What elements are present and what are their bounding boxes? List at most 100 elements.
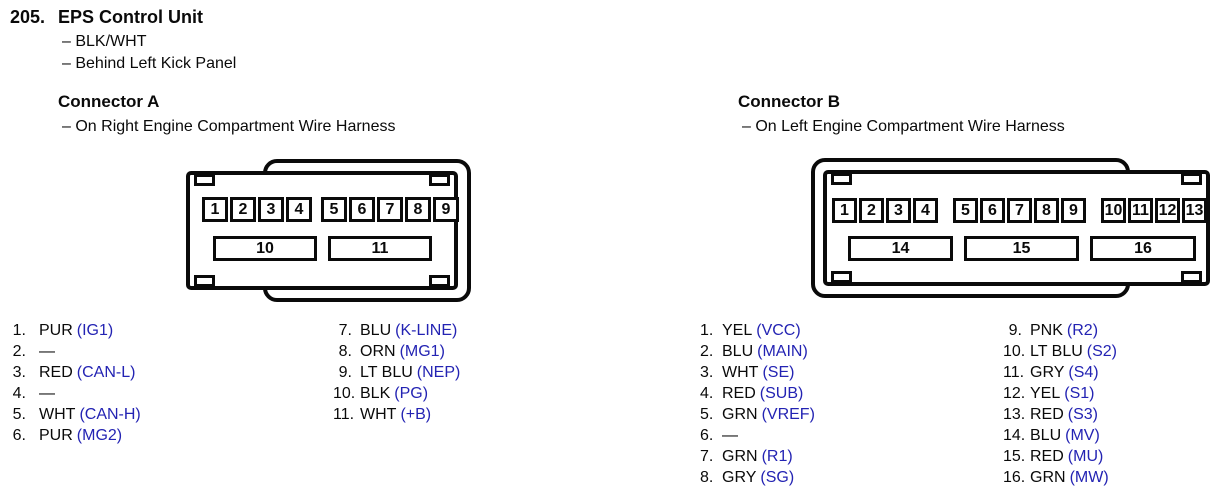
pin-number: 8. bbox=[338, 343, 352, 360]
signal-name: (CAN-H) bbox=[79, 406, 141, 423]
pin-cell: 1 bbox=[832, 198, 857, 223]
pin-cell: 11 bbox=[1128, 198, 1153, 223]
wire-color: GRN bbox=[722, 406, 758, 423]
pin-cell: 3 bbox=[258, 197, 284, 222]
pin-list-item: 1. YEL(VCC) bbox=[700, 320, 815, 341]
wire-color: RED bbox=[722, 385, 756, 402]
pin-group: 5 6 7 8 9 bbox=[321, 197, 459, 222]
wire-color: BLU bbox=[1030, 427, 1062, 444]
wire-color: LT BLU bbox=[360, 364, 413, 381]
pin-list-item: 7.BLU(K-LINE) bbox=[333, 320, 460, 341]
pin-list-item: 4. RED(SUB) bbox=[700, 383, 815, 404]
pin-cell: 5 bbox=[953, 198, 978, 223]
pin-cell-wide: 14 bbox=[848, 236, 953, 261]
pin-number: 6. bbox=[700, 427, 714, 444]
pin-number: 10. bbox=[1003, 343, 1026, 360]
pin-number: 3. bbox=[700, 364, 714, 381]
wire-color: RED bbox=[39, 364, 73, 381]
pin-list-item: 9.LT BLU(NEP) bbox=[333, 362, 461, 383]
corner-tab bbox=[194, 275, 215, 287]
pin-list-item: 1. PUR(IG1) bbox=[12, 320, 141, 341]
pin-list-item: 6. — bbox=[700, 425, 815, 446]
signal-name: (SG) bbox=[760, 469, 795, 486]
wire-color: WHT bbox=[39, 406, 76, 423]
pin-number: 3. bbox=[12, 364, 26, 381]
page-title: 205.EPS Control Unit bbox=[10, 7, 203, 28]
pin-number: 8. bbox=[700, 469, 714, 486]
pin-list-item: 10.BLK(PG) bbox=[333, 383, 460, 404]
pin-list-item: 8.GRY(SG) bbox=[700, 467, 815, 488]
pin-list-item: 3. WHT(SE) bbox=[700, 362, 815, 383]
signal-name: (+B) bbox=[400, 406, 432, 423]
signal-name: (R1) bbox=[761, 448, 793, 465]
pin-number: 12. bbox=[1003, 385, 1026, 402]
pin-group: 5 6 7 8 9 bbox=[953, 198, 1086, 223]
connector-b-location: – On Left Engine Compartment Wire Harnes… bbox=[742, 118, 1065, 135]
corner-tab bbox=[831, 271, 852, 283]
pin-list-item: 2.— bbox=[12, 341, 141, 362]
signal-name: (S2) bbox=[1086, 343, 1117, 360]
signal-name: (S1) bbox=[1064, 385, 1095, 402]
pin-number: 10. bbox=[333, 385, 356, 402]
pin-number: 4. bbox=[700, 385, 714, 402]
wire-color: RED bbox=[1030, 406, 1064, 423]
corner-tab bbox=[1181, 271, 1202, 283]
wire-color: PNK bbox=[1030, 322, 1063, 339]
signal-name: (MG2) bbox=[76, 427, 123, 444]
pin-cell: 8 bbox=[405, 197, 431, 222]
connector-a-face: 1 2 3 4 5 6 7 8 9 10 11 bbox=[186, 171, 459, 290]
wire-color: YEL bbox=[1030, 385, 1061, 402]
corner-tab bbox=[831, 173, 852, 185]
pin-cell: 6 bbox=[980, 198, 1005, 223]
connector-b-pin-list-right: 9.PNK(R2) 10.LT BLU(S2) 11.GRY(S4) 12.YE… bbox=[1003, 320, 1117, 488]
corner-tab bbox=[194, 174, 215, 186]
wire-color: GRY bbox=[1030, 364, 1065, 381]
signal-name: (IG1) bbox=[76, 322, 114, 339]
pin-cell: 9 bbox=[433, 197, 459, 222]
pin-number: 14. bbox=[1003, 427, 1026, 444]
pin-cell: 7 bbox=[1007, 198, 1032, 223]
pin-number: 1. bbox=[700, 322, 714, 339]
pin-cell: 9 bbox=[1061, 198, 1086, 223]
pin-number: 11. bbox=[333, 406, 355, 423]
pin-number: 13. bbox=[1003, 406, 1026, 423]
pin-cell: 2 bbox=[859, 198, 884, 223]
signal-name: (K-LINE) bbox=[395, 322, 458, 339]
wire-color: GRN bbox=[1030, 469, 1066, 486]
wire-color: LT BLU bbox=[1030, 343, 1083, 360]
wire-color: — bbox=[722, 427, 738, 444]
pin-cell: 2 bbox=[230, 197, 256, 222]
signal-name: (CAN-L) bbox=[76, 364, 136, 381]
pin-number: 9. bbox=[1008, 322, 1022, 339]
connector-b-pin-row-top: 1 2 3 4 5 6 7 8 9 10 11 12 13 bbox=[832, 198, 1207, 223]
pin-number: 1. bbox=[12, 322, 26, 339]
signal-name: (SUB) bbox=[759, 385, 804, 402]
signal-name: (S3) bbox=[1067, 406, 1099, 423]
wire-color: YEL bbox=[722, 322, 753, 339]
pin-list-item: 7.GRN(R1) bbox=[700, 446, 815, 467]
pin-number: 7. bbox=[338, 322, 352, 339]
signal-name: (MW) bbox=[1069, 469, 1109, 486]
pin-group: 1 2 3 4 bbox=[832, 198, 938, 223]
signal-name: (NEP) bbox=[416, 364, 461, 381]
pin-cell: 4 bbox=[286, 197, 312, 222]
pin-cell: 3 bbox=[886, 198, 911, 223]
signal-name: (S4) bbox=[1068, 364, 1099, 381]
pin-cell: 7 bbox=[377, 197, 403, 222]
wire-color: WHT bbox=[722, 364, 759, 381]
signal-name: (VCC) bbox=[756, 322, 801, 339]
pin-number: 5. bbox=[12, 406, 26, 423]
signal-name: (MU) bbox=[1067, 448, 1104, 465]
signal-name: (PG) bbox=[394, 385, 429, 402]
wire-color: PUR bbox=[39, 322, 73, 339]
wire-color: RED bbox=[1030, 448, 1064, 465]
pin-cell: 13 bbox=[1182, 198, 1207, 223]
pin-number: 5. bbox=[700, 406, 714, 423]
connector-b-pin-list-left: 1.YEL(VCC) 2.BLU(MAIN) 3.WHT(SE) 4.RED(S… bbox=[700, 320, 815, 488]
pin-number: 7. bbox=[700, 448, 714, 465]
pin-list-item: 5.GRN(VREF) bbox=[700, 404, 815, 425]
signal-name: (SE) bbox=[762, 364, 795, 381]
pin-number: 2. bbox=[12, 343, 26, 360]
unit-notes: – BLK/WHT – Behind Left Kick Panel bbox=[62, 31, 236, 74]
pin-list-item: 16.GRN(MW) bbox=[1003, 467, 1117, 488]
